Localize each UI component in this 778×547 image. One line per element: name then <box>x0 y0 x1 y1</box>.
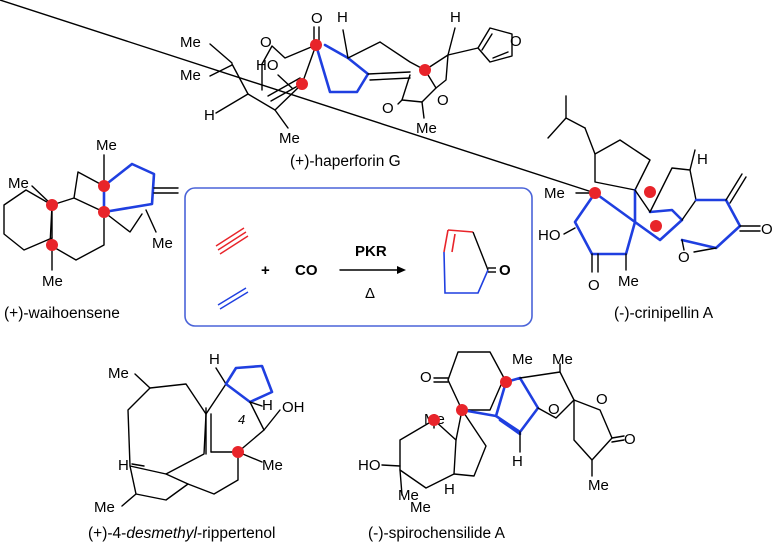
svg-text:O: O <box>437 92 449 109</box>
svg-text:Me: Me <box>552 351 573 368</box>
svg-text:O: O <box>311 10 323 27</box>
svg-text:H: H <box>444 481 455 498</box>
svg-text:H: H <box>512 453 523 470</box>
delta-symbol: Δ <box>365 285 375 302</box>
crinipellin-caption: (-)-crinipellin A <box>614 305 714 322</box>
crinipellin-stereocenter-dot <box>650 220 662 232</box>
svg-text:O: O <box>678 249 690 266</box>
svg-text:H: H <box>337 9 348 26</box>
spirochensilide-stereocenter-dot <box>456 404 468 416</box>
svg-text:H: H <box>204 107 215 124</box>
arrow-head <box>397 266 406 274</box>
svg-text:O: O <box>761 221 773 238</box>
svg-text:O: O <box>588 277 600 294</box>
spirochensilide-stereocenter-dot <box>500 376 512 388</box>
svg-text:O: O <box>548 401 560 418</box>
svg-text:O: O <box>260 34 272 51</box>
spirochensilide-caption: (-)-spirochensilide A <box>368 525 506 542</box>
co-reagent: CO <box>295 262 318 279</box>
pkr-reaction-box: + CO PKR Δ O <box>184 187 533 327</box>
plus-sign: + <box>261 262 270 279</box>
svg-text:H: H <box>450 9 461 26</box>
haperforin-stereocenter-dot <box>310 39 322 51</box>
alkene-icon <box>217 287 249 310</box>
svg-text:Me: Me <box>180 67 201 84</box>
cyclopentenone-product: O <box>443 229 511 294</box>
svg-text:H: H <box>209 351 220 368</box>
alkyne-icon <box>215 227 249 255</box>
waihoensene-stereocenter-dot <box>98 180 110 192</box>
crinipellin-structure: Me HO O Me H O O (-)-crinipellin A <box>0 0 773 322</box>
svg-text:Me: Me <box>94 499 115 516</box>
svg-text:O: O <box>382 100 394 117</box>
svg-text:O: O <box>499 262 511 279</box>
haperforin-stereocenter-dot <box>296 78 308 90</box>
haperforin-caption: (+)-haperforin G <box>290 153 401 170</box>
waihoensene-caption: (+)-waihoensene <box>4 305 120 322</box>
spirochensilide-stereocenter-dot <box>428 414 440 426</box>
svg-text:Me: Me <box>42 273 63 290</box>
crinipellin-stereocenter-dot <box>589 187 601 199</box>
crinipellin-stereocenter-dot <box>644 186 656 198</box>
svg-text:OH: OH <box>282 399 305 416</box>
svg-text:Me: Me <box>108 365 129 382</box>
rippertenol-structure: H Me H 4 OH Me H Me (+)-4-desmethyl-ripp… <box>88 351 305 542</box>
waihoensene-stereocenter-dot <box>46 239 58 251</box>
waihoensene-structure: Me Me Me Me (+)-waihoensene <box>3 137 179 322</box>
svg-text:Me: Me <box>262 457 283 474</box>
svg-text:Me: Me <box>512 351 533 368</box>
svg-text:O: O <box>596 391 608 408</box>
svg-text:Me: Me <box>398 487 419 504</box>
svg-text:Me: Me <box>8 175 29 192</box>
haperforin-structure: O O Me Me H HO Me H O O Me H <box>180 9 522 170</box>
svg-text:HO: HO <box>538 227 561 244</box>
svg-text:O: O <box>420 369 432 386</box>
rippertenol-caption: (+)-4-desmethyl-rippertenol <box>88 525 275 542</box>
waihoensene-stereocenter-dot <box>98 206 110 218</box>
svg-text:HO: HO <box>256 57 279 74</box>
svg-text:Me: Me <box>618 273 639 290</box>
svg-text:H: H <box>697 151 708 168</box>
waihoensene-stereocenter-dot <box>46 199 58 211</box>
pkr-label: PKR <box>355 243 387 260</box>
svg-text:Me: Me <box>152 235 173 252</box>
svg-text:Me: Me <box>279 130 300 147</box>
spirochensilide-structure: O Me H HO Me Me H Me Me O O O Me (-)-s <box>358 351 636 542</box>
svg-text:H: H <box>262 397 273 414</box>
svg-text:O: O <box>510 33 522 50</box>
svg-text:Me: Me <box>96 137 117 154</box>
rippertenol-stereocenter-dot <box>232 446 244 458</box>
svg-text:4: 4 <box>238 412 245 427</box>
svg-text:Me: Me <box>588 477 609 494</box>
svg-text:Me: Me <box>544 185 565 202</box>
svg-text:O: O <box>624 431 636 448</box>
svg-text:Me: Me <box>416 120 437 137</box>
svg-text:H: H <box>118 457 129 474</box>
svg-text:HO: HO <box>358 457 381 474</box>
svg-text:Me: Me <box>410 499 431 516</box>
svg-text:Me: Me <box>180 34 201 51</box>
haperforin-stereocenter-dot <box>419 64 431 76</box>
